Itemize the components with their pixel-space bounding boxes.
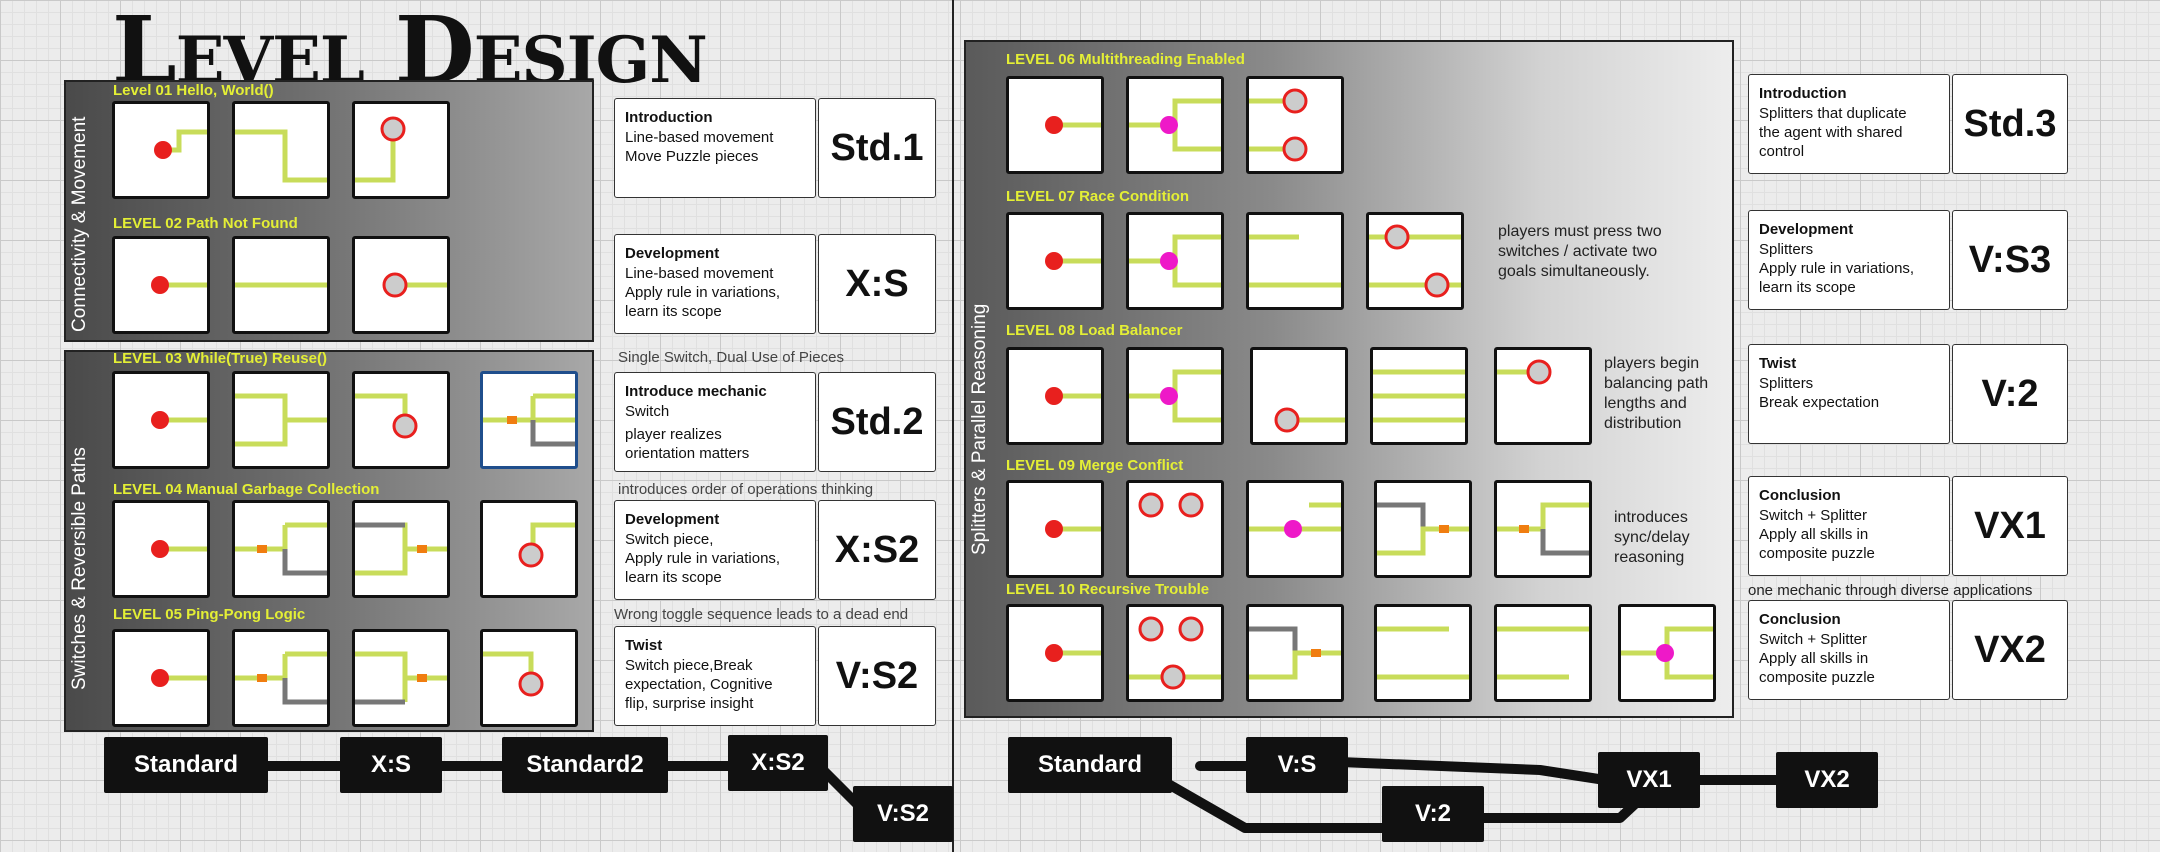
puzzle-tile[interactable] xyxy=(352,629,450,727)
puzzle-tile[interactable] xyxy=(352,101,450,199)
puzzle-tile[interactable] xyxy=(1494,480,1592,578)
puzzle-tile[interactable] xyxy=(1618,604,1716,702)
puzzle-tile[interactable] xyxy=(1246,480,1344,578)
level-02-label: LEVEL 02 Path Not Found xyxy=(113,215,298,232)
puzzle-tile[interactable] xyxy=(232,236,330,334)
level-06-label: LEVEL 06 Multithreading Enabled xyxy=(1006,51,1245,68)
stage-code: V:2 xyxy=(1952,344,2068,444)
puzzle-tile[interactable] xyxy=(352,371,450,469)
group-label-splitters: Splitters & Parallel Reasoning xyxy=(969,303,990,555)
puzzle-tile[interactable] xyxy=(112,371,210,469)
flow-node[interactable]: Standard xyxy=(1008,737,1172,793)
puzzle-tile[interactable] xyxy=(480,371,578,469)
puzzle-tile[interactable] xyxy=(480,629,578,727)
stage-code: X:S2 xyxy=(818,500,936,600)
stage-code: X:S xyxy=(818,234,936,334)
puzzle-tile[interactable] xyxy=(232,500,330,598)
puzzle-tile[interactable] xyxy=(112,629,210,727)
level-09-label: LEVEL 09 Merge Conflict xyxy=(1006,457,1184,474)
puzzle-tile[interactable] xyxy=(1126,347,1224,445)
flow-node[interactable]: Standard2 xyxy=(502,737,668,793)
stage-code: Std.2 xyxy=(818,372,936,472)
puzzle-tile[interactable] xyxy=(1006,76,1104,174)
puzzle-tile[interactable] xyxy=(1126,604,1224,702)
stage-note: introduces order of operations thinking xyxy=(618,481,874,498)
puzzle-tile[interactable] xyxy=(1006,212,1104,310)
level-01-label: Level 01 Hello, World() xyxy=(113,82,274,99)
puzzle-tile[interactable] xyxy=(1250,347,1348,445)
stage-code: Std.1 xyxy=(818,98,936,198)
puzzle-tile[interactable] xyxy=(480,500,578,598)
puzzle-tile[interactable] xyxy=(232,101,330,199)
puzzle-tile[interactable] xyxy=(1006,480,1104,578)
stage-code: V:S2 xyxy=(818,626,936,726)
stage-code: V:S3 xyxy=(1952,210,2068,310)
puzzle-tile[interactable] xyxy=(1246,604,1344,702)
puzzle-tile[interactable] xyxy=(232,629,330,727)
flow-node[interactable]: Standard xyxy=(104,737,268,793)
level-08-note: players begin balancing path lengths and… xyxy=(1604,355,1709,432)
level-07-note: players must press two switches / activa… xyxy=(1498,223,1662,280)
flow-node[interactable]: X:S2 xyxy=(728,735,828,791)
flow-node[interactable]: X:S xyxy=(340,737,442,793)
puzzle-tile[interactable] xyxy=(112,101,210,199)
group-label-switches: Switches & Reversible Paths xyxy=(69,447,90,690)
puzzle-tile[interactable] xyxy=(1126,480,1224,578)
flow-node[interactable]: V:2 xyxy=(1382,786,1484,842)
level-09-note: introduces sync/delay reasoning xyxy=(1614,509,1690,566)
puzzle-tile[interactable] xyxy=(1374,604,1472,702)
level-05-label: LEVEL 05 Ping-Pong Logic xyxy=(113,606,306,623)
level-08-label: LEVEL 08 Load Balancer xyxy=(1006,322,1183,339)
puzzle-tile[interactable] xyxy=(232,371,330,469)
puzzle-tile[interactable] xyxy=(1366,212,1464,310)
puzzle-tile[interactable] xyxy=(1126,76,1224,174)
flow-node[interactable]: V:S2 xyxy=(853,786,953,842)
puzzle-tile[interactable] xyxy=(352,500,450,598)
stage-code: VX1 xyxy=(1952,476,2068,576)
puzzle-tile[interactable] xyxy=(1246,76,1344,174)
puzzle-tile[interactable] xyxy=(352,236,450,334)
flow-node[interactable]: VX1 xyxy=(1598,752,1700,808)
puzzle-tile[interactable] xyxy=(1494,604,1592,702)
flow-node[interactable]: VX2 xyxy=(1776,752,1878,808)
level-10-label: LEVEL 10 Recursive Trouble xyxy=(1006,581,1210,598)
stage-code: VX2 xyxy=(1952,600,2068,700)
stage-code: Std.3 xyxy=(1952,74,2068,174)
puzzle-tile[interactable] xyxy=(112,236,210,334)
center-divider xyxy=(952,0,954,852)
level-03-label: LEVEL 03 While(True) Reuse() xyxy=(113,350,327,367)
puzzle-tile[interactable] xyxy=(1246,212,1344,310)
level-04-label: LEVEL 04 Manual Garbage Collection xyxy=(113,481,380,498)
puzzle-tile[interactable] xyxy=(1494,347,1592,445)
level-07-label: LEVEL 07 Race Condition xyxy=(1006,188,1190,205)
puzzle-tile[interactable] xyxy=(1126,212,1224,310)
flow-node[interactable]: V:S xyxy=(1246,737,1348,793)
puzzle-tile[interactable] xyxy=(1370,347,1468,445)
stage-note: one mechanic through diverse application… xyxy=(1748,582,2033,599)
puzzle-tile[interactable] xyxy=(1374,480,1472,578)
puzzle-tile[interactable] xyxy=(112,500,210,598)
stage-note: Single Switch, Dual Use of Pieces xyxy=(618,349,844,366)
group-label-connectivity: Connectivity & Movement xyxy=(69,116,90,332)
puzzle-tile[interactable] xyxy=(1006,604,1104,702)
puzzle-tile[interactable] xyxy=(1006,347,1104,445)
stage-note: Wrong toggle sequence leads to a dead en… xyxy=(614,606,909,623)
